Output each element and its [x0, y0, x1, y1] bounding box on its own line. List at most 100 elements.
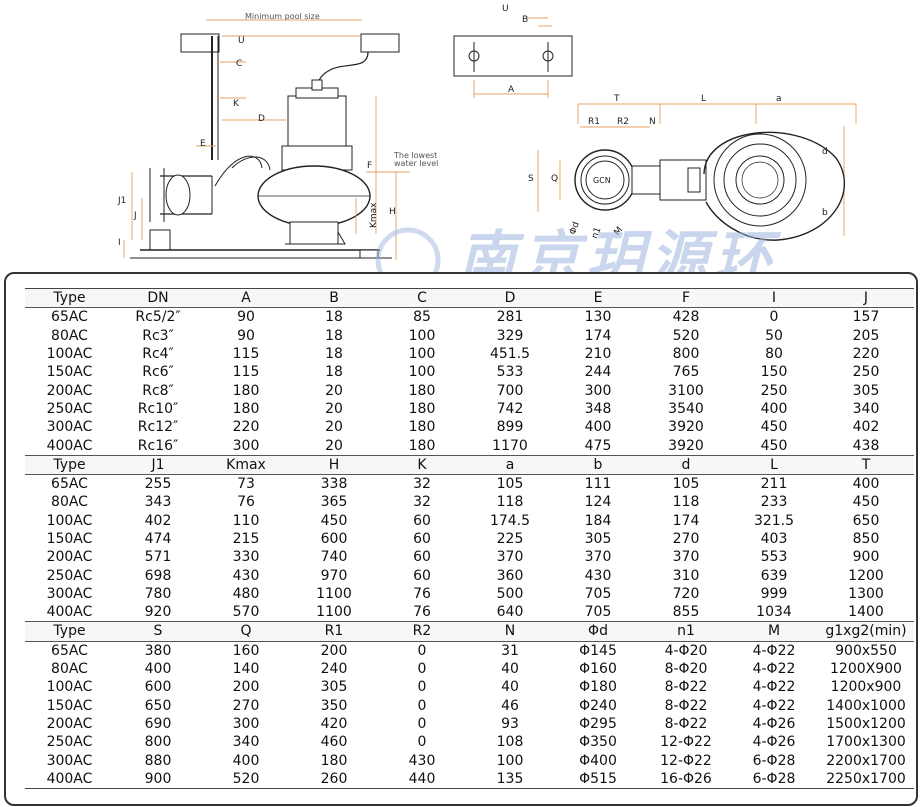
table-cell: 700	[496, 382, 524, 399]
column-header: n1	[642, 621, 730, 642]
table-cell: 32	[413, 476, 431, 493]
table-cell: 1400	[848, 604, 884, 621]
table-cell: 742	[496, 400, 524, 417]
table-cell: 85	[413, 309, 431, 326]
table-cell: 31	[501, 642, 519, 659]
table-cell: 60	[413, 512, 431, 529]
table-cell: 220	[232, 419, 260, 436]
table-cell: 90	[237, 309, 255, 326]
table-cell: 76	[237, 494, 255, 511]
table-cell: 1100	[316, 585, 352, 602]
table-cell: 305	[584, 531, 612, 547]
table-cell: 8-Φ20	[664, 661, 708, 678]
table-cell: 300	[584, 382, 612, 399]
table-cell: 430	[408, 752, 436, 769]
column-header: K	[378, 454, 466, 475]
table-cell: 0	[417, 642, 427, 659]
table-cell: 60	[413, 567, 431, 584]
table-cell: 1400x1000	[826, 697, 906, 714]
table-cell: 600	[320, 531, 348, 547]
installation-drawing: Minimum pool size The lowest water level…	[117, 4, 857, 260]
table-cell: 420	[320, 715, 348, 732]
table-cell: Rc12″	[137, 419, 179, 436]
table-cell: 880	[144, 752, 172, 769]
table-cell: 310	[672, 567, 700, 584]
model-cell: 100AC	[46, 512, 93, 529]
table-cell: Rc10″	[137, 400, 179, 417]
table-cell: 20	[325, 419, 343, 436]
table-cell: 3100	[668, 382, 704, 399]
table-cell: Φ295	[579, 715, 617, 732]
table-cell: 140	[232, 661, 260, 678]
model-cell: 300AC	[46, 752, 93, 769]
table-cell: 46	[501, 697, 519, 714]
model-cell: 150AC	[46, 531, 93, 547]
table-cell: 765	[672, 364, 700, 381]
table-cell: 60	[413, 549, 431, 566]
table-cell: 348	[584, 400, 612, 417]
model-cell: 400AC	[46, 437, 93, 454]
table-cell: 60	[413, 531, 431, 547]
column-header: d	[642, 454, 730, 475]
column-header: D	[466, 287, 554, 309]
table-cell: 18	[325, 346, 343, 363]
dim-label-N: N	[649, 117, 656, 127]
model-cell: 65AC	[51, 642, 88, 659]
table-cell: 180	[408, 419, 436, 436]
dim-label-F: F	[367, 161, 372, 171]
table-cell: 705	[584, 585, 612, 602]
column-header: Type	[25, 621, 114, 642]
table-cell: 520	[672, 327, 700, 344]
table-cell: 40	[501, 679, 519, 696]
table-cell: 780	[144, 585, 172, 602]
dim-label-K: K	[233, 99, 240, 109]
table-cell: 500	[496, 585, 524, 602]
dim-label-Kmax: Kmax	[369, 202, 379, 228]
table-cell: 1500x1200	[826, 715, 906, 732]
table-cell: 440	[378, 769, 466, 790]
table-cell: 475	[584, 437, 612, 454]
table-cell: 330	[232, 549, 260, 566]
table-cell: Φ240	[579, 697, 617, 714]
table-cell: 1200X900	[830, 661, 902, 678]
column-header: N	[466, 621, 554, 642]
column-header: R2	[378, 621, 466, 642]
column-header: J	[818, 287, 914, 309]
dim-label-D: D	[258, 114, 265, 124]
table-cell: 365	[320, 494, 348, 511]
table-cell: 360	[496, 567, 524, 584]
table-cell: 350	[320, 697, 348, 714]
table-cell: 430	[232, 567, 260, 584]
table-cell: 8-Φ22	[664, 679, 708, 696]
table-cell: 480	[232, 585, 260, 602]
dim-label-T: T	[613, 94, 620, 104]
column-header: g1xg2(min)	[818, 621, 914, 642]
table-cell: 184	[584, 512, 612, 529]
table-cell: 855	[672, 604, 700, 621]
table-cell: 0	[417, 715, 427, 732]
dim-label-I: I	[118, 238, 121, 248]
model-cell: 250AC	[46, 567, 93, 584]
table-cell: 174	[672, 512, 700, 529]
table-cell: 553	[760, 549, 788, 566]
table-cell: 8-Φ22	[664, 697, 708, 714]
table-cell: 150	[760, 364, 788, 381]
column-header: S	[114, 621, 202, 642]
column-header: R1	[290, 621, 378, 642]
model-cell: 80AC	[51, 327, 88, 344]
table-cell: 115	[232, 346, 260, 363]
table-cell: 571	[144, 549, 172, 566]
table-cell: 340	[232, 734, 260, 751]
table-cell: 0	[417, 734, 427, 751]
table-cell: 16-Φ26	[642, 769, 730, 790]
dim-label-b: b	[822, 208, 828, 218]
